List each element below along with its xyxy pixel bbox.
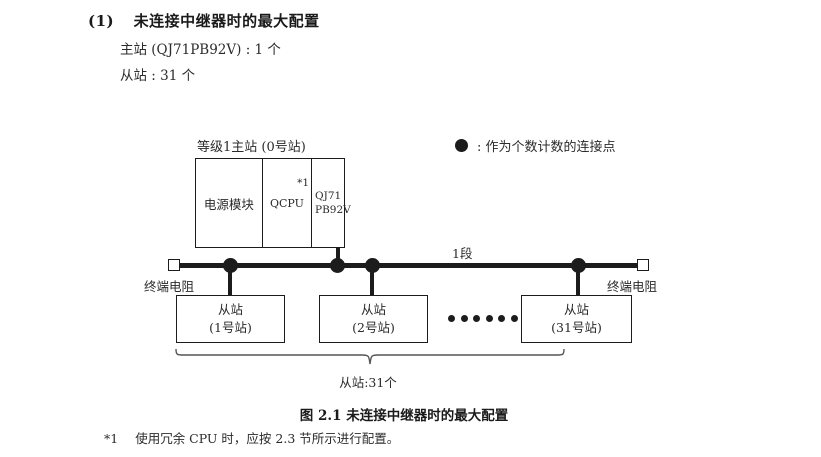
- network-module-label-line1: QJ71: [315, 189, 342, 202]
- connection-node-slave31: [571, 258, 586, 273]
- legend-label: : 作为个数计数的连接点: [477, 140, 616, 155]
- brace-label: 从站:31个: [339, 375, 397, 390]
- footnote-text: 使用冗余 CPU 时，应按 2.3 节所示进行配置。: [135, 431, 400, 446]
- power-module-cell: 电源模块: [196, 159, 262, 247]
- ellipsis-dot: [485, 315, 493, 322]
- slave-title-2: 从站: [360, 301, 386, 317]
- section-title-text: 未连接中继器时的最大配置: [133, 12, 320, 30]
- segment-label: 1段: [452, 246, 473, 261]
- footnote: *1 使用冗余 CPU 时，应按 2.3 节所示进行配置。: [104, 428, 399, 447]
- ellipsis-dot: [498, 315, 505, 322]
- ellipsis-dot: [448, 315, 455, 322]
- terminator-left-label: 终端电阻: [144, 279, 195, 294]
- ellipsis-dot: [473, 315, 480, 322]
- slave-station-1: (1号站): [209, 320, 252, 335]
- ellipsis-dot: [460, 315, 468, 322]
- slave-station-box-1: 从站 (1号站): [176, 295, 285, 343]
- ellipsis-dots: [448, 315, 518, 322]
- terminator-right-square: [637, 259, 649, 271]
- connection-node-slave1: [223, 258, 238, 273]
- section-line-master: 主站 (QJ71PB92V) : 1 个: [120, 42, 281, 58]
- connection-node-master: [330, 258, 345, 273]
- cpu-footnote-mark: *1: [297, 177, 309, 189]
- figure-caption: 图 2.1 未连接中继器时的最大配置: [299, 408, 509, 424]
- slave-station-2: (2号站): [352, 320, 395, 335]
- section-heading: (1) 未连接中继器时的最大配置: [88, 10, 320, 31]
- connection-node-slave2: [365, 258, 380, 273]
- bus-trunk-line: [176, 263, 642, 268]
- legend: : 作为个数计数的连接点: [455, 136, 616, 155]
- network-module-label-line2: PB92V: [315, 204, 351, 216]
- terminator-right-label: 终端电阻: [607, 279, 658, 294]
- power-module-label: 电源模块: [203, 196, 254, 212]
- section-number: (1): [88, 12, 115, 30]
- slave31-drop-line: [576, 266, 580, 296]
- slave1-drop-line: [228, 266, 232, 296]
- slave-count-brace: [170, 348, 650, 376]
- slave2-drop-line: [370, 266, 374, 296]
- cpu-module-cell: *1 QCPU: [261, 159, 311, 247]
- slave-station-31: (31号站): [551, 320, 602, 335]
- slave-title-1: 从站: [217, 301, 243, 317]
- master-module-rack: 电源模块 *1 QCPU QJ71 PB92V: [195, 158, 351, 248]
- master-station-label: 等级1主站 (0号站): [197, 140, 306, 155]
- network-module-cell: QJ71 PB92V: [311, 159, 351, 247]
- slave-title-31: 从站: [563, 301, 589, 317]
- terminator-left-square: [168, 259, 180, 271]
- ellipsis-dot: [510, 315, 518, 322]
- cpu-module-label: QCPU: [269, 196, 304, 210]
- footnote-mark: *1: [104, 431, 119, 446]
- slave-station-box-31: 从站 (31号站): [521, 295, 632, 343]
- slave-station-box-2: 从站 (2号站): [319, 295, 428, 343]
- section-line-slave: 从站 : 31 个: [120, 68, 196, 84]
- filled-circle-icon: [455, 139, 468, 152]
